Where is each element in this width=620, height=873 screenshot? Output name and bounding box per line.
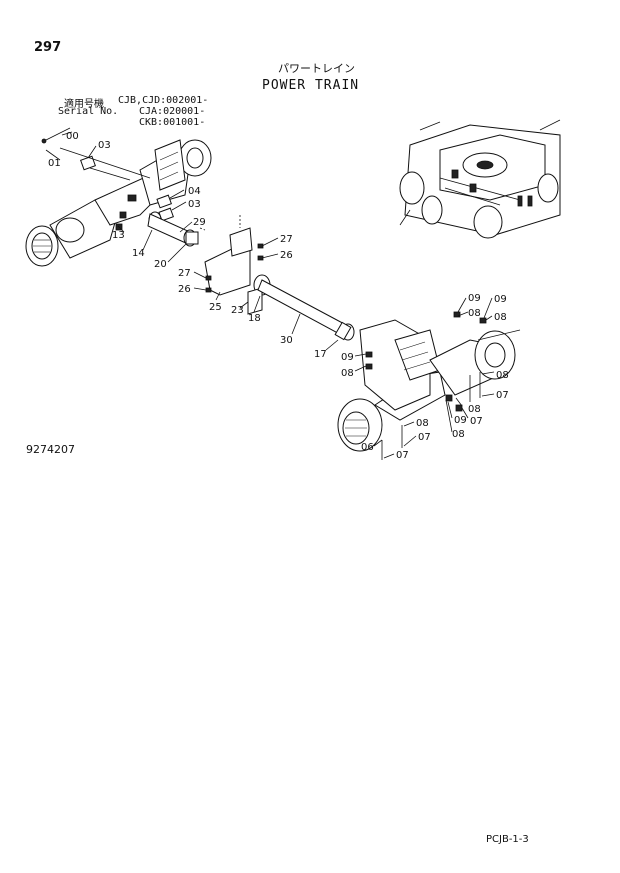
- part-label: 08: [416, 418, 429, 429]
- part-label: 13: [112, 230, 125, 241]
- title-japanese: パワートレイン: [278, 62, 355, 75]
- part-label: 09: [468, 293, 481, 304]
- part-label: 26: [280, 250, 293, 261]
- serial-label-japanese: 適用号機: [64, 99, 104, 110]
- part-label: 07: [470, 416, 483, 427]
- part-label: 27: [280, 234, 293, 245]
- part-label: 14: [132, 248, 145, 259]
- part-label: 07: [418, 432, 431, 443]
- part-label: 25: [209, 302, 222, 313]
- part-label: 08: [496, 370, 509, 381]
- part-label: 03: [188, 199, 201, 210]
- part-label: 08: [452, 429, 465, 440]
- page-number: 297: [34, 40, 62, 55]
- part-label: 26: [178, 284, 191, 295]
- part-labels: 00 01 03 04 03 13 14 29 20 27 26 25 27 2…: [48, 131, 509, 461]
- part-label: 23: [231, 305, 244, 316]
- serial-label-english: Serial No.: [58, 106, 119, 117]
- part-label: 09: [494, 294, 507, 305]
- part-label: 08: [468, 404, 481, 415]
- part-label: 17: [314, 349, 327, 360]
- part-label: 08: [468, 308, 481, 319]
- part-label: 03: [98, 140, 111, 151]
- propeller-shaft: [257, 279, 355, 341]
- footer-reference: PCJB-1-3: [486, 834, 529, 845]
- part-label: 06: [361, 442, 374, 453]
- part-label: 07: [496, 390, 509, 401]
- part-label: 18: [248, 313, 261, 324]
- part-label: 09: [341, 352, 354, 363]
- part-label: 27: [178, 268, 191, 279]
- front-axle-assembly: [25, 139, 212, 267]
- leader-lines: [45, 131, 495, 459]
- part-label: 01: [48, 158, 61, 169]
- part-label: 09: [454, 415, 467, 426]
- machine-overview-illustration: [399, 119, 561, 239]
- part-label: 08: [494, 312, 507, 323]
- serial-value: CJA:020001-: [139, 106, 206, 117]
- front-drive-shaft: [147, 211, 206, 247]
- center-bearing-bracket: [204, 215, 264, 296]
- rear-axle-assembly: [337, 311, 521, 460]
- title-english: POWER TRAIN: [262, 78, 360, 93]
- part-label: 20: [154, 259, 167, 270]
- diagram-code: 9274207: [26, 443, 75, 456]
- part-label: 07: [396, 450, 409, 461]
- serial-value: CJB,CJD:002001-: [118, 95, 209, 106]
- part-label: 04: [188, 186, 201, 197]
- part-label: 08: [341, 368, 354, 379]
- part-label: 30: [280, 335, 293, 346]
- bolt-and-plates: [41, 127, 174, 222]
- part-label: 29: [193, 217, 206, 228]
- part-label: 00: [66, 131, 79, 142]
- serial-value: CKB:001001-: [139, 117, 206, 128]
